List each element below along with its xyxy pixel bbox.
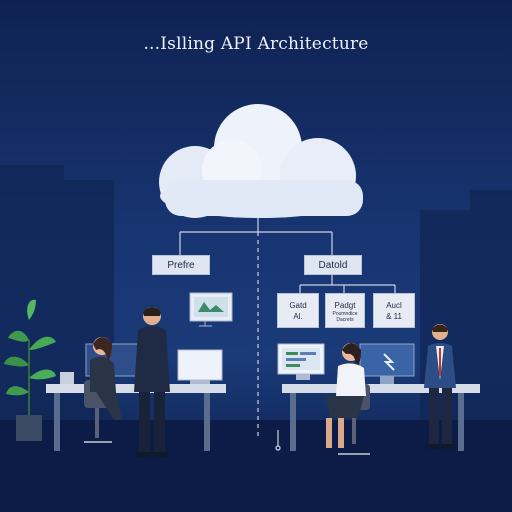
plug-icon — [275, 430, 281, 451]
floating-monitor-icon — [189, 292, 233, 327]
sub-box-3: Aucl & 11 — [373, 293, 415, 328]
sub-box-2: Padgt Poumndice Dacrets — [325, 293, 365, 328]
right-desk — [277, 343, 480, 451]
person-seated-left — [84, 337, 122, 443]
right-label-box: Datold — [304, 255, 362, 275]
person-seated-right — [326, 343, 370, 455]
sub-box-2-line2: Poumndice — [332, 311, 358, 317]
sub-box-1: Gatd Al. — [277, 293, 319, 328]
person-standing-left — [134, 307, 170, 457]
plant-icon — [4, 299, 56, 441]
cloud-icon — [159, 104, 363, 218]
sub-box-3-line2: & 11 — [386, 312, 402, 321]
connector-lines — [179, 218, 396, 440]
sub-box-1-line2: Al. — [293, 312, 303, 321]
floor — [0, 420, 512, 512]
sub-box-2-line3: Dacrets — [336, 317, 354, 323]
diagram-title: ...Islling API Architecture — [143, 34, 369, 54]
sub-box-3-line1: Aucl — [386, 301, 402, 310]
left-label-box: Prefre — [152, 255, 210, 275]
sub-box-2-line1: Padgt — [334, 301, 356, 310]
sub-box-1-line1: Gatd — [289, 301, 307, 310]
person-standing-right — [424, 324, 456, 449]
